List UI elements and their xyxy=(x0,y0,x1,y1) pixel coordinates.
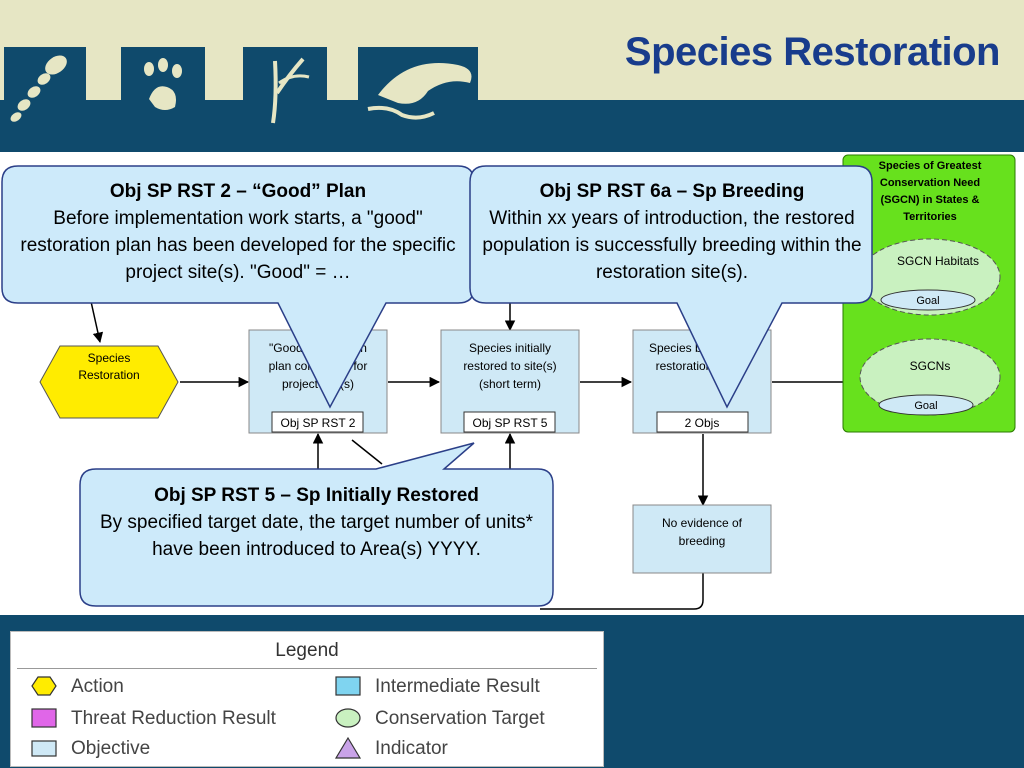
fish-icon xyxy=(358,47,478,125)
action-label-line1: Species xyxy=(88,351,131,365)
action-label-line2: Restoration xyxy=(78,368,139,382)
sgcns-label: SGCNs xyxy=(910,359,951,373)
legend-panel: Legend Action Threat Reduction Result Ob… xyxy=(10,631,604,767)
callout-rst6a-body: Within xx years of introduction, the res… xyxy=(482,208,862,283)
callout-rst6a-heading: Obj SP RST 6a – Sp Breeding xyxy=(539,181,805,202)
page-title: Species Restoration xyxy=(624,30,1001,74)
callout-rst6a: Obj SP RST 6a – Sp Breeding Within xx ye… xyxy=(474,178,870,288)
result-initial-line3: (short term) xyxy=(479,377,541,391)
result-no-evidence[interactable]: No evidence of breeding xyxy=(632,504,772,574)
result-plan-tag: Obj SP RST 2 xyxy=(281,416,356,430)
result-initial-tag: Obj SP RST 5 xyxy=(473,416,548,430)
legend-label-indicator: Indicator xyxy=(375,738,448,759)
legend-title: Legend xyxy=(275,640,339,661)
targets-heading-line3: (SGCN) in States & xyxy=(880,194,979,206)
result-no-evidence-line1: No evidence of xyxy=(662,516,743,530)
target-sgcns[interactable]: SGCNs Goal xyxy=(859,338,1001,416)
targets-heading-line1: Species of Greatest xyxy=(879,160,982,172)
rectangle-icon xyxy=(335,676,361,696)
result-no-evidence-line2: breeding xyxy=(679,534,726,548)
legend-label-objective: Objective xyxy=(71,738,151,759)
callout-rst5-bubble xyxy=(79,442,554,607)
plant-icon xyxy=(243,47,327,125)
target-sgcn-habitats[interactable]: SGCN Habitats Goal xyxy=(859,238,1001,316)
callout-rst2-heading: Obj SP RST 2 – “Good” Plan xyxy=(109,181,367,202)
triangle-icon xyxy=(334,736,362,759)
sgcn-habitats-goal: Goal xyxy=(916,295,939,307)
legend-divider xyxy=(17,668,597,669)
sgcns-goal: Goal xyxy=(914,400,937,412)
callout-rst5: Obj SP RST 5 – Sp Initially Restored By … xyxy=(92,482,541,596)
connector-lines xyxy=(89,296,936,610)
callout-rst5-heading: Obj SP RST 5 – Sp Initially Restored xyxy=(154,485,479,506)
rectangle-icon xyxy=(31,740,57,757)
callout-rst6a-bubble xyxy=(469,165,873,409)
legend-label-threat-reduction: Threat Reduction Result xyxy=(71,708,276,729)
result-breeding-tag: 2 Objs xyxy=(685,416,720,430)
result-initial-line1: Species initially xyxy=(469,341,551,355)
callout-rst5-body: By specified target date, the target num… xyxy=(99,512,534,560)
ellipse-icon xyxy=(335,708,361,728)
result-initial-line2: restored to site(s) xyxy=(463,359,556,373)
sgcn-habitats-label: SGCN Habitats xyxy=(897,254,979,268)
rectangle-icon xyxy=(31,708,57,728)
legend-label-action: Action xyxy=(71,676,124,697)
callout-rst2: Obj SP RST 2 – “Good” Plan Before implem… xyxy=(10,178,466,288)
result-initially-restored[interactable]: Species initially restored to site(s) (s… xyxy=(440,329,580,434)
legend-label-intermediate-result: Intermediate Result xyxy=(375,676,540,697)
paw-print-icon xyxy=(121,47,205,125)
hexagon-icon xyxy=(31,676,57,696)
action-species-restoration[interactable]: Species Restoration xyxy=(39,345,179,419)
footprint-icon xyxy=(4,47,86,125)
callout-rst2-body: Before implementation work starts, a "go… xyxy=(20,208,456,283)
targets-heading-line4: Territories xyxy=(903,211,957,223)
legend-label-conservation-target: Conservation Target xyxy=(375,708,545,729)
targets-heading-line2: Conservation Need xyxy=(880,177,980,189)
